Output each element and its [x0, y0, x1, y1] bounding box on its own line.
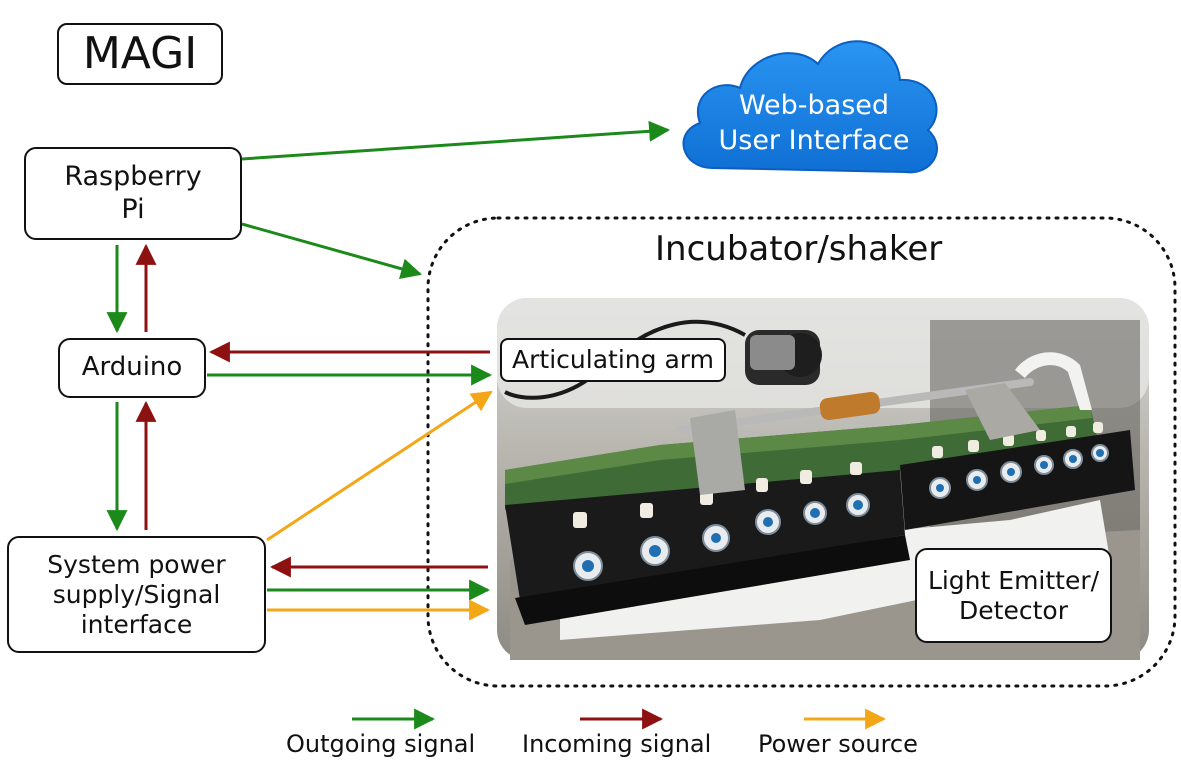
incubator-label: Incubator/shaker [655, 229, 943, 269]
web-ui-label: Web-based User Interface [718, 90, 910, 157]
cloud-icon [682, 40, 938, 174]
light-emitter-node: Light Emitter/ Detector [915, 548, 1112, 643]
outgoing-arrows [106, 120, 671, 601]
articulating-arm-node: Articulating arm [500, 338, 726, 382]
power-supply-node: System power supply/Signal interface [7, 536, 266, 653]
arrow-rpi-to-incubator [241, 222, 423, 279]
arrow-psu-to-arm [266, 390, 493, 542]
power-arrows [266, 390, 493, 621]
incoming-arrows [135, 243, 490, 578]
raspberry-pi-node: Raspberry Pi [24, 147, 242, 240]
legend-outgoing-label: Outgoing signal [286, 730, 476, 758]
legend-incoming-label: Incoming signal [522, 730, 712, 758]
incubator-boundary [426, 216, 1177, 688]
raspberry-pi-label: Raspberry Pi [64, 161, 202, 225]
arrow-rpi-to-cloud [241, 120, 671, 161]
diagram-title: MAGI [57, 23, 223, 85]
power-supply-label: System power supply/Signal interface [47, 549, 226, 639]
arduino-node: Arduino [58, 338, 206, 398]
articulating-arm-label: Articulating arm [512, 345, 714, 374]
arduino-label: Arduino [81, 352, 183, 383]
light-emitter-label: Light Emitter/ Detector [927, 565, 1100, 625]
legend-power-label: Power source [758, 730, 918, 758]
